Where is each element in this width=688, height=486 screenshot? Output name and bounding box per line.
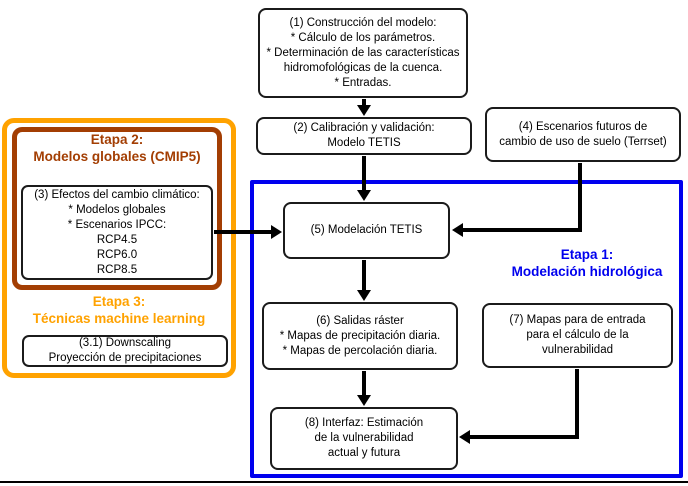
box-8-line: de la vulnerabilidad (314, 432, 414, 444)
box-3-line: RCP6.0 (96, 248, 138, 261)
box-7-line: vulnerabilidad (542, 344, 613, 356)
box-3-line: RCP4.5 (96, 233, 138, 246)
box-4-line: (4) Escenarios futuros de (518, 120, 648, 133)
stage1-title: Etapa 1: Modelación hidrológica (487, 246, 687, 280)
stage2-title-line2: Modelos globales (CMIP5) (33, 149, 201, 164)
box-3-1-downscaling: (3.1) Downscaling Proyección de precipit… (22, 335, 228, 367)
stage1-title-line1: Etapa 1: (560, 247, 614, 262)
box-2-line: (2) Calibración y validación: (293, 122, 435, 134)
box-7-line: para el cálculo de la (526, 329, 629, 341)
box-8-vulnerability-interface: (8) Interfaz: Estimación de la vulnerabi… (270, 407, 458, 470)
stage3-region-border (2, 118, 236, 378)
bottom-rule (0, 481, 688, 483)
stage2-title: Etapa 2: Modelos globales (CMIP5) (12, 131, 222, 165)
box-3-1-line: (3.1) Downscaling (78, 337, 172, 349)
stage3-title-line2: Técnicas machine learning (32, 311, 206, 326)
stage1-title-line2: Modelación hidrológica (511, 264, 663, 279)
box-4-line: cambio de uso de suelo (Terrset) (499, 135, 667, 148)
box-3-line: * Modelos globales (68, 203, 166, 216)
box-3-line: RCP8.5 (96, 263, 138, 276)
box-2-calibration-validation: (2) Calibración y validación: Modelo TET… (256, 117, 472, 155)
box-3-climate-change-effects: (3) Efectos del cambio climático: * Mode… (21, 185, 213, 280)
box-1-line: (1) Construcción del modelo: (289, 16, 437, 29)
box-5-line: (5) Modelación TETIS (310, 224, 423, 236)
box-6-raster-outputs: (6) Salidas ráster * Mapas de precipitac… (262, 302, 458, 370)
stage3-title-line1: Etapa 3: (92, 294, 146, 309)
box-3-1-line: Proyección de precipitaciones (48, 352, 202, 364)
arrow-box1-to-box2 (357, 99, 371, 116)
box-2-line: Modelo TETIS (327, 137, 401, 149)
box-8-line: (8) Interfaz: Estimación (304, 417, 424, 429)
box-1-model-construction: (1) Construcción del modelo: * Cálculo d… (258, 8, 468, 98)
stage2-title-line1: Etapa 2: (90, 132, 144, 147)
stage3-title: Etapa 3: Técnicas machine learning (2, 293, 236, 327)
box-6-line: (6) Salidas ráster (316, 314, 404, 327)
box-5-tetis-modeling: (5) Modelación TETIS (283, 202, 450, 259)
box-1-line: hidromofológicas de la cuenca. (283, 61, 443, 74)
box-4-future-landuse-scenarios: (4) Escenarios futuros de cambio de uso … (485, 107, 681, 162)
box-7-line: (7) Mapas para de entrada (509, 314, 646, 326)
box-6-line: * Mapas de percolación diaria. (282, 344, 438, 357)
box-3-line: * Escenarios IPCC: (67, 218, 167, 231)
box-7-vulnerability-input-maps: (7) Mapas para de entrada para el cálcul… (482, 303, 673, 368)
box-8-line: actual y futura (327, 447, 401, 459)
box-1-line: * Cálculo de los parámetros. (290, 31, 436, 44)
box-1-line: * Determinación de las características (266, 46, 460, 59)
box-1-line: * Entradas. (334, 76, 392, 89)
box-6-line: * Mapas de precipitación diaria. (279, 329, 441, 342)
box-3-line: (3) Efectos del cambio climático: (34, 188, 200, 201)
stage2-region-border (12, 127, 222, 290)
